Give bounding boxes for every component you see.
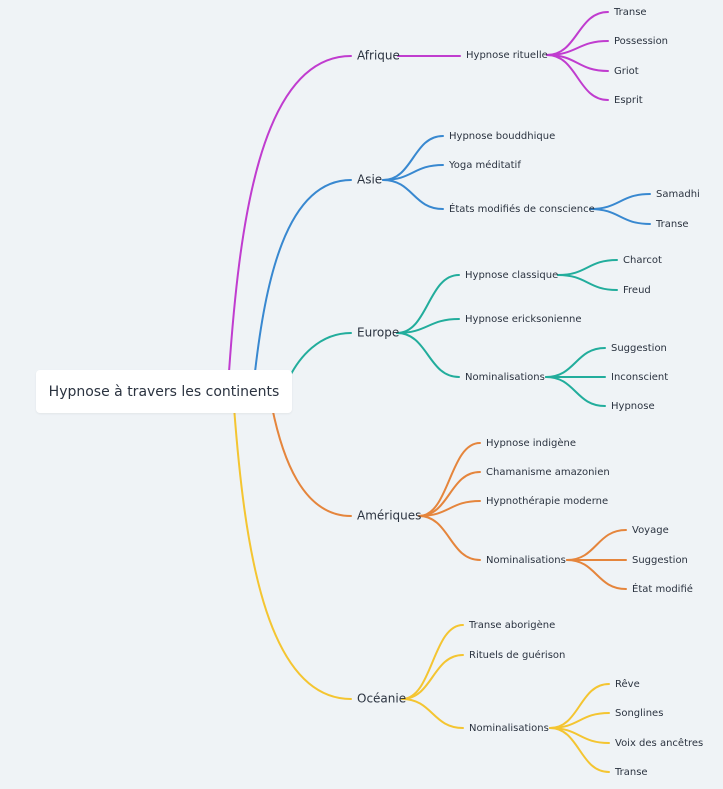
subtopic-node-rituels-de-guerison[interactable]: Rituels de guérison — [469, 649, 565, 661]
subtopic-connector-transe-aborigene — [401, 624, 464, 700]
subtopic-connector-rituels-de-guerison — [401, 654, 464, 700]
leaf-connector-freud — [557, 274, 618, 291]
subtopic-connector-nominalisations — [401, 698, 464, 729]
subtopic-node-hypnose-rituelle[interactable]: Hypnose rituelle — [466, 50, 548, 61]
leaf-node-transe[interactable]: Transe — [655, 219, 689, 230]
subtopic-node-nominalisations[interactable]: Nominalisations — [469, 723, 549, 734]
leaf-node-inconscient[interactable]: Inconscient — [611, 372, 668, 383]
leaf-node-charcot[interactable]: Charcot — [623, 255, 662, 266]
leaf-node-transe[interactable]: Transe — [614, 767, 648, 778]
branch-node-afrique[interactable]: Afrique — [357, 49, 400, 63]
subtopic-node-hypnose-classique[interactable]: Hypnose classique — [465, 270, 558, 281]
subtopic-connector-etats-modifies-de-conscience — [382, 179, 444, 210]
leaf-node-songlines[interactable]: Songlines — [615, 708, 663, 719]
leaf-connector-reve — [549, 683, 610, 729]
branch-node-europe[interactable]: Europe — [357, 326, 399, 340]
branch-connector-europe — [288, 332, 352, 379]
leaf-node-hypnose[interactable]: Hypnose — [611, 401, 655, 412]
branch-connector-afrique — [228, 55, 352, 373]
leaf-node-possession[interactable]: Possession — [614, 36, 668, 47]
subtopic-node-hypnose-indigene[interactable]: Hypnose indigène — [486, 437, 576, 449]
subtopic-node-yoga-meditatif[interactable]: Yoga méditatif — [448, 159, 521, 171]
leaf-node-suggestion[interactable]: Suggestion — [632, 555, 688, 566]
leaf-node-esprit[interactable]: Esprit — [614, 95, 643, 106]
subtopic-connector-chamanisme-amazonien — [418, 471, 481, 517]
leaf-node-suggestion[interactable]: Suggestion — [611, 343, 667, 354]
subtopic-node-etats-modifies-de-conscience[interactable]: États modifiés de conscience — [449, 202, 595, 215]
leaf-node-griot[interactable]: Griot — [614, 66, 639, 77]
branch-connector-asie — [254, 179, 352, 373]
subtopic-connector-hypnose-classique — [396, 274, 460, 334]
root-node-label: Hypnose à travers les continents — [48, 383, 280, 400]
leaf-connector-transe — [589, 208, 651, 225]
leaf-node-reve[interactable]: Rêve — [615, 678, 640, 690]
leaf-connector-transe — [549, 727, 610, 773]
branch-node-asie[interactable]: Asie — [357, 173, 382, 187]
leaf-connector-voyage — [566, 529, 627, 561]
branch-connector-ameriques — [271, 406, 352, 517]
leaf-connector-charcot — [557, 259, 618, 276]
subtopic-connector-nominalisations — [418, 515, 481, 561]
subtopic-connector-hypnotherapie-moderne — [418, 500, 481, 517]
leaf-node-voyage[interactable]: Voyage — [632, 525, 669, 536]
branch-node-oceanie[interactable]: Océanie — [357, 692, 406, 706]
branch-node-ameriques[interactable]: Amériques — [357, 509, 421, 523]
subtopic-node-nominalisations[interactable]: Nominalisations — [465, 372, 545, 383]
leaf-connector-suggestion — [545, 347, 606, 378]
leaf-node-transe[interactable]: Transe — [613, 7, 647, 18]
leaf-connector-samadhi — [589, 193, 651, 210]
subtopic-node-transe-aborigene[interactable]: Transe aborigène — [468, 619, 555, 631]
subtopic-node-hypnose-ericksonienne[interactable]: Hypnose ericksonienne — [465, 314, 582, 325]
subtopic-node-hypnose-bouddhique[interactable]: Hypnose bouddhique — [449, 131, 555, 142]
subtopic-node-chamanisme-amazonien[interactable]: Chamanisme amazonien — [486, 467, 610, 478]
subtopic-node-hypnotherapie-moderne[interactable]: Hypnothérapie moderne — [486, 495, 608, 507]
root-node[interactable]: Hypnose à travers les continents — [36, 370, 292, 413]
leaf-node-etat-modifie[interactable]: État modifié — [632, 582, 693, 595]
subtopic-connector-hypnose-indigene — [418, 442, 481, 517]
subtopic-connector-nominalisations — [396, 332, 460, 378]
leaf-node-freud[interactable]: Freud — [623, 285, 651, 296]
leaf-node-voix-des-ancetres[interactable]: Voix des ancêtres — [615, 737, 703, 749]
leaf-connector-transe — [546, 11, 609, 56]
leaf-node-samadhi[interactable]: Samadhi — [656, 189, 700, 200]
leaf-connector-esprit — [546, 54, 609, 101]
leaf-connector-hypnose — [545, 376, 606, 407]
branch-connector-oceanie — [233, 406, 352, 700]
subtopic-connector-hypnose-bouddhique — [382, 135, 444, 181]
leaf-connector-etat-modifie — [566, 559, 627, 590]
subtopic-node-nominalisations[interactable]: Nominalisations — [486, 555, 566, 566]
subtopic-connector-yoga-meditatif — [382, 164, 444, 181]
subtopic-connector-hypnose-ericksonienne — [396, 318, 460, 334]
